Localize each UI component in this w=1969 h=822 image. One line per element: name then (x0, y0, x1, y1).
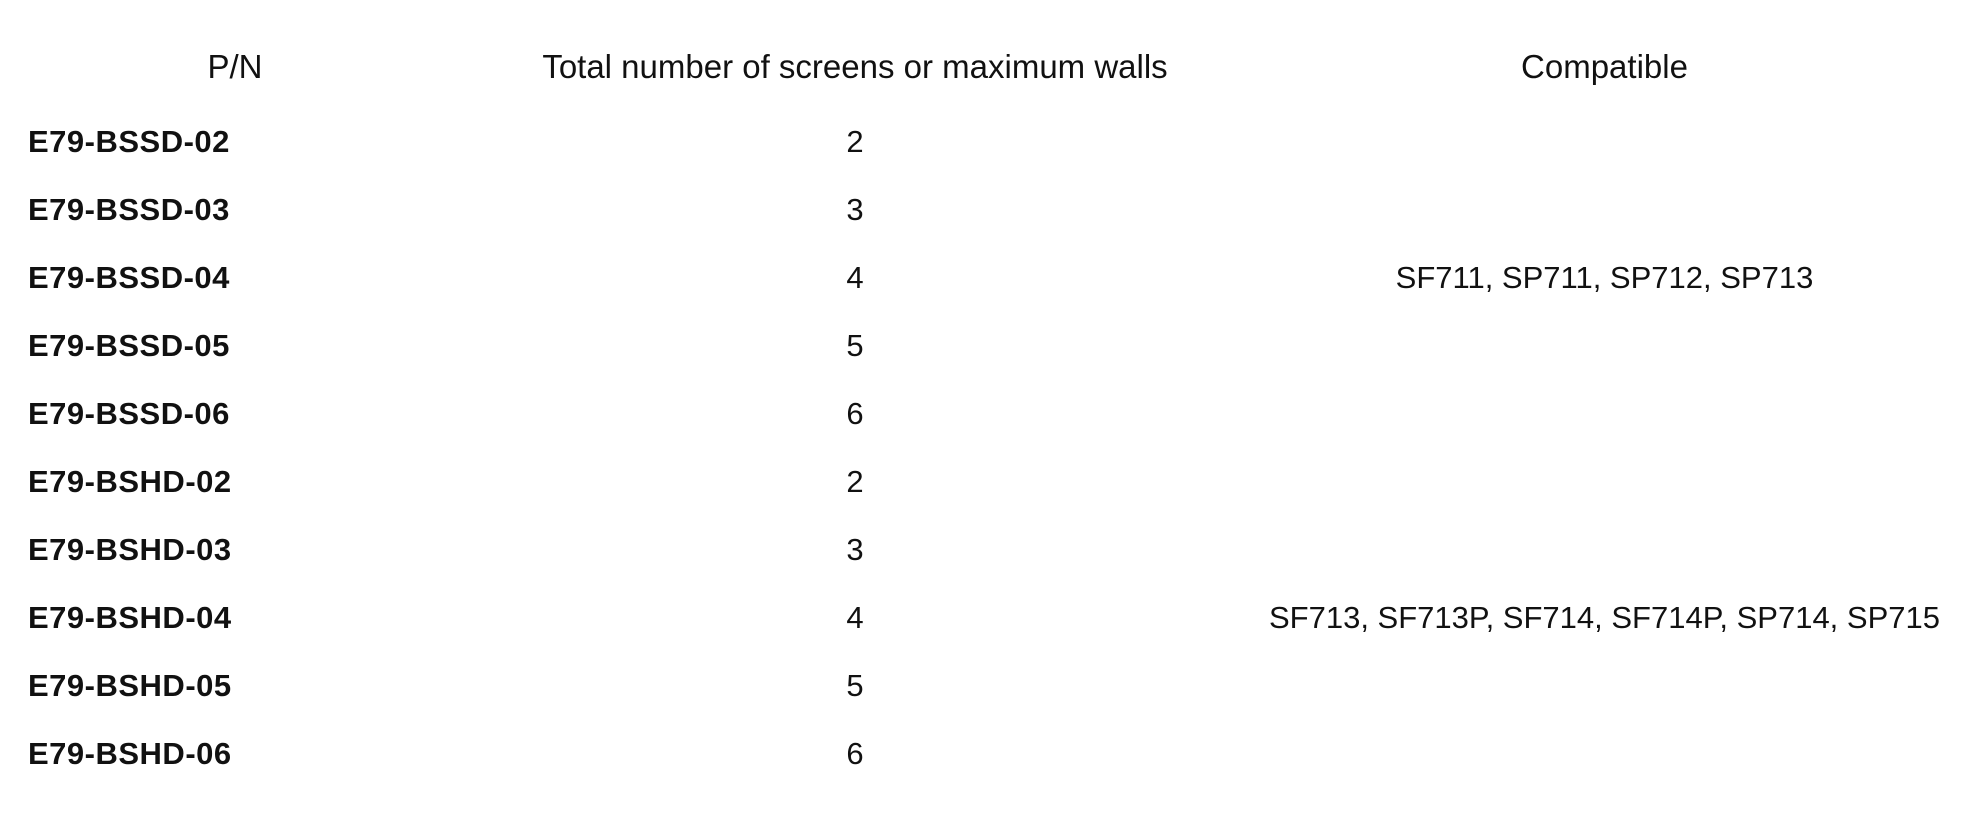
pn-cell: E79-BSHD-05 (28, 668, 232, 703)
table-row: E79-BSSD-05 5 (0, 312, 1969, 380)
count-cell: 5 (846, 328, 864, 363)
count-cell: 4 (846, 600, 864, 635)
pn-cell: E79-BSSD-05 (28, 328, 230, 363)
column-header-total-screens: Total number of screens or maximum walls (542, 48, 1168, 85)
compatible-group-cell: SF713, SF713P, SF714, SF714P, SP714, SP7… (1269, 600, 1940, 635)
compatibility-table: P/N Total number of screens or maximum w… (0, 0, 1969, 788)
pn-cell: E79-BSHD-04 (28, 600, 232, 635)
count-cell: 6 (846, 736, 864, 771)
count-cell: 3 (846, 192, 864, 227)
count-cell: 6 (846, 396, 864, 431)
count-cell: 4 (846, 260, 864, 295)
column-header-compatible: Compatible (1521, 48, 1688, 85)
pn-cell: E79-BSSD-03 (28, 192, 230, 227)
pn-cell: E79-BSHD-06 (28, 736, 232, 771)
pn-cell: E79-BSHD-02 (28, 464, 232, 499)
header-row: P/N Total number of screens or maximum w… (0, 0, 1969, 108)
count-cell: 2 (846, 464, 864, 499)
table-row: E79-BSHD-06 6 (0, 720, 1969, 788)
table-row: E79-BSHD-02 2 SF713, SF713P, SF714, SF71… (0, 448, 1969, 635)
pn-cell: E79-BSSD-02 (28, 124, 230, 159)
count-cell: 2 (846, 124, 864, 159)
pn-cell: E79-BSSD-06 (28, 396, 230, 431)
table-row: E79-BSHD-05 5 (0, 652, 1969, 720)
compatible-group-cell: SF711, SP711, SP712, SP713 (1395, 260, 1814, 295)
column-header-pn: P/N (207, 48, 263, 85)
table-row: E79-BSSD-04 4 (0, 244, 1969, 312)
count-cell: 5 (846, 668, 864, 703)
table-row: E79-BSSD-06 6 (0, 380, 1969, 448)
table-row: E79-BSSD-02 2 SF711, SP711, SP712, SP713 (0, 108, 1969, 295)
table-row: E79-BSHD-03 3 (0, 516, 1969, 584)
count-cell: 3 (846, 532, 864, 567)
table-row: E79-BSSD-03 3 (0, 176, 1969, 244)
pn-cell: E79-BSHD-03 (28, 532, 232, 567)
table-row: E79-BSHD-04 4 (0, 584, 1969, 652)
pn-cell: E79-BSSD-04 (28, 260, 230, 295)
